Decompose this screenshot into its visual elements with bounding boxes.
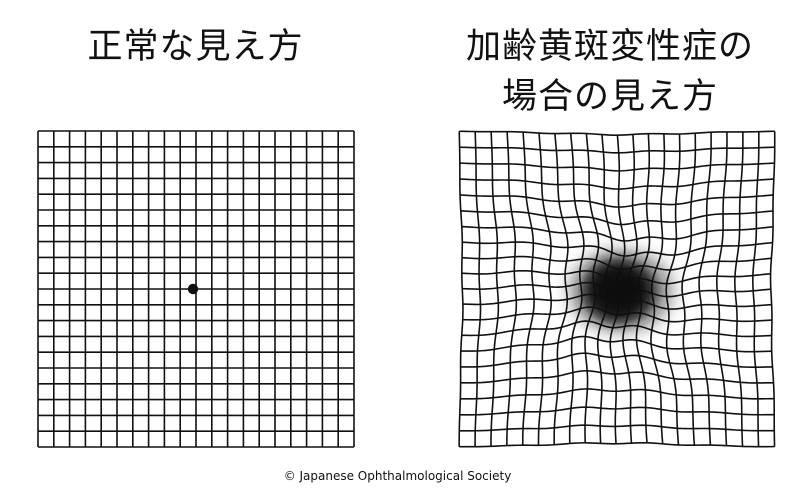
- distorted-line-vertical: [716, 131, 728, 446]
- distorted-line-horizontal: [460, 209, 774, 226]
- distorted-line-horizontal: [459, 162, 775, 172]
- distorted-line-horizontal: [460, 335, 772, 353]
- normal-vision-title: 正常な見え方: [87, 27, 304, 67]
- distorted-line-horizontal: [459, 406, 775, 416]
- distorted-line-vertical: [681, 133, 697, 446]
- distorted-amsler-grid: [458, 130, 776, 448]
- distorted-line-vertical: [698, 132, 712, 446]
- distorted-line-horizontal: [460, 388, 775, 400]
- distorted-line-horizontal: [459, 441, 775, 448]
- amd-vision-title: 加齢黄斑変性症の 場合の見え方: [465, 27, 754, 117]
- distorted-line-horizontal: [459, 130, 775, 136]
- distorted-line-vertical: [506, 131, 518, 446]
- scotoma-core: [585, 261, 649, 321]
- distorted-line-horizontal: [459, 424, 775, 432]
- distorted-line-horizontal: [461, 225, 774, 242]
- distorted-line-horizontal: [459, 178, 774, 190]
- distorted-line-horizontal: [460, 352, 773, 369]
- copyright-notice: © Japanese Ophthalmological Society: [283, 469, 512, 483]
- distorted-line-horizontal: [460, 370, 774, 384]
- distorted-line-vertical: [521, 132, 535, 446]
- normal-amsler-grid: [37, 130, 355, 448]
- distorted-line-horizontal: [459, 146, 775, 154]
- distorted-line-horizontal: [459, 194, 774, 208]
- distorted-line-vertical: [734, 131, 744, 447]
- distorted-line-vertical: [537, 133, 552, 446]
- fixation-dot: [187, 283, 199, 295]
